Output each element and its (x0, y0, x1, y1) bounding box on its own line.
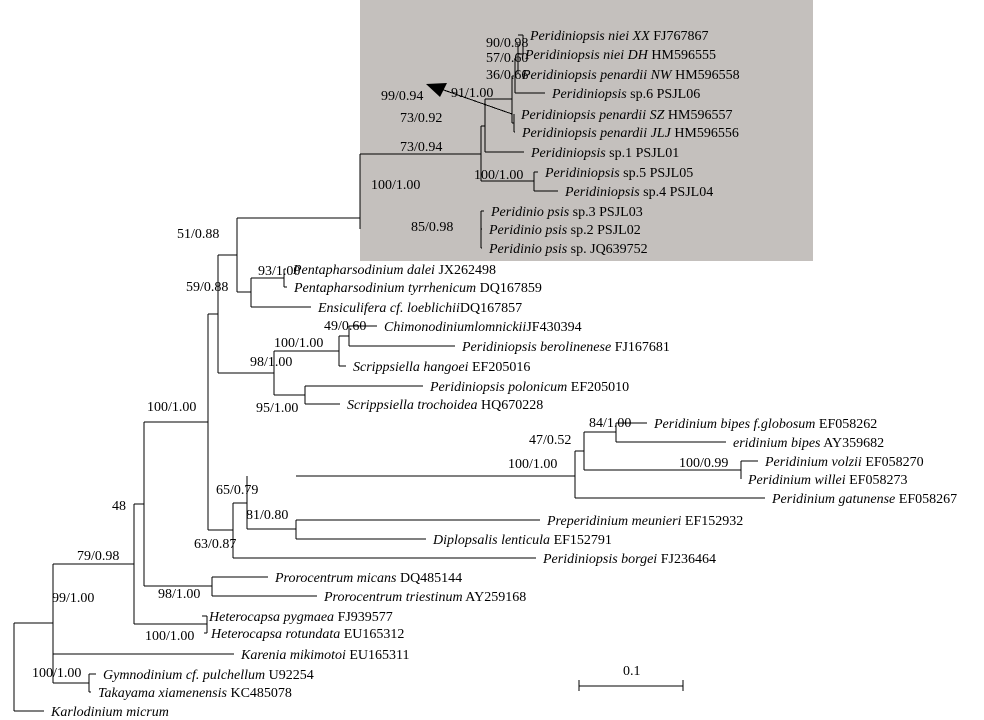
taxon-label: Peridiniopsis penardii NW HM596558 (521, 68, 740, 83)
support-value: 100/1.00 (508, 457, 557, 472)
taxon-label: Peridiniopsis sp.5 PSJL05 (544, 166, 693, 181)
taxon-label: Peridinium gatunense EF058267 (771, 492, 957, 507)
taxon-label: Karenia mikimotoi EU165311 (240, 648, 410, 663)
support-value: 100/1.00 (371, 178, 420, 193)
taxon-label: Peridinium willei EF058273 (747, 473, 907, 488)
taxon-label: Prorocentrum triestinum AY259168 (323, 590, 526, 605)
taxon-label: Pentapharsodinium tyrrhenicum DQ167859 (293, 281, 542, 296)
taxon-label: Peridinio psis sp. JQ639752 (488, 242, 648, 257)
taxon-label: Peridiniopsis sp.6 PSJL06 (551, 87, 700, 102)
support-value: 98/1.00 (250, 355, 292, 370)
support-value: 84/1.00 (589, 416, 631, 431)
taxon-label: Diplopsalis lenticula EF152791 (432, 533, 612, 548)
support-value: 51/0.88 (177, 227, 219, 242)
taxon-label: Scrippsiella trochoidea HQ670228 (347, 398, 543, 413)
taxon-label: Peridinio psis sp.3 PSJL03 (490, 205, 643, 220)
taxon-label: Peridiniopsis sp.4 PSJL04 (564, 185, 713, 200)
taxon-label: Scrippsiella hangoei EF205016 (353, 360, 530, 375)
support-value: 100/0.99 (679, 456, 728, 471)
taxon-label: Peridiniopsis polonicum EF205010 (429, 380, 629, 395)
taxon-label: Pentapharsodinium dalei JX262498 (292, 263, 496, 278)
support-value: 99/1.00 (52, 591, 94, 606)
support-value: 48 (112, 499, 126, 514)
support-value: 81/0.80 (246, 508, 288, 523)
taxon-label: Peridiniopsis niei DH HM596555 (524, 48, 716, 63)
support-value: 63/0.87 (194, 537, 236, 552)
taxon-label: Prorocentrum micans DQ485144 (274, 571, 462, 586)
support-value: 73/0.92 (400, 111, 442, 126)
taxon-label: Peridinium volzii EF058270 (764, 455, 924, 470)
taxon-label: Heterocapsa pygmaea FJ939577 (208, 610, 393, 625)
support-value: 95/1.00 (256, 401, 298, 416)
scale-bar: 0.1 (578, 664, 684, 691)
support-value: 100/1.00 (32, 666, 81, 681)
support-value: 59/0.88 (186, 280, 228, 295)
taxon-label: Ensiculifera cf. loeblichiiDQ167857 (317, 301, 522, 316)
taxon-label: Gymnodinium cf. pulchellum U92254 (103, 668, 314, 683)
support-value: 100/1.00 (145, 629, 194, 644)
support-value: 36/0.66 (486, 68, 528, 83)
taxon-label: Peridinio psis sp.2 PSJL02 (488, 223, 641, 238)
taxon-label: Karlodinium micrum (50, 705, 169, 720)
support-value: 93/1.00 (258, 264, 300, 279)
support-value: 47/0.52 (529, 433, 571, 448)
taxon-label: Takayama xiamenensis KC485078 (98, 686, 292, 701)
tree-branches (13, 34, 765, 712)
taxon-label: Peridinium bipes f.globosum EF058262 (653, 417, 877, 432)
support-value: 49/0.60 (324, 319, 366, 334)
taxon-label: Peridiniopsis sp.1 PSJL01 (530, 146, 679, 161)
support-value: 99/0.94 (381, 89, 423, 104)
scale-bar-label: 0.1 (623, 664, 641, 679)
taxon-label: Peridiniopsis niei XX FJ767867 (529, 29, 709, 44)
support-value: 100/1.00 (474, 168, 523, 183)
support-value: 100/1.00 (274, 336, 323, 351)
annotation-arrow (426, 83, 513, 115)
highlighted-clade-box (360, 0, 813, 261)
taxon-label: Heterocapsa rotundata EU165312 (210, 627, 404, 642)
taxon-label: Peridiniopsis penardii JLJ HM596556 (521, 126, 739, 141)
support-value: 73/0.94 (400, 140, 442, 155)
support-value: 100/1.00 (147, 400, 196, 415)
taxon-label: Preperidinium meunieri EF152932 (546, 514, 743, 529)
taxon-label: Peridiniopsis penardii SZ HM596557 (520, 108, 732, 123)
support-value: 98/1.00 (158, 587, 200, 602)
support-value: 90/0.98 (486, 36, 528, 51)
support-value: 85/0.98 (411, 220, 453, 235)
support-value: 57/0.60 (486, 51, 528, 66)
taxon-label: Peridiniopsis berolinenese FJ167681 (461, 340, 670, 355)
taxon-label: Peridiniopsis borgei FJ236464 (542, 552, 716, 567)
support-value: 91/1.00 (451, 86, 493, 101)
support-value: 79/0.98 (77, 549, 119, 564)
taxon-label: eridinium bipes AY359682 (733, 436, 884, 451)
taxon-label: ChimonodiniumlomnickiiJF430394 (384, 320, 582, 335)
support-value: 65/0.79 (216, 483, 258, 498)
